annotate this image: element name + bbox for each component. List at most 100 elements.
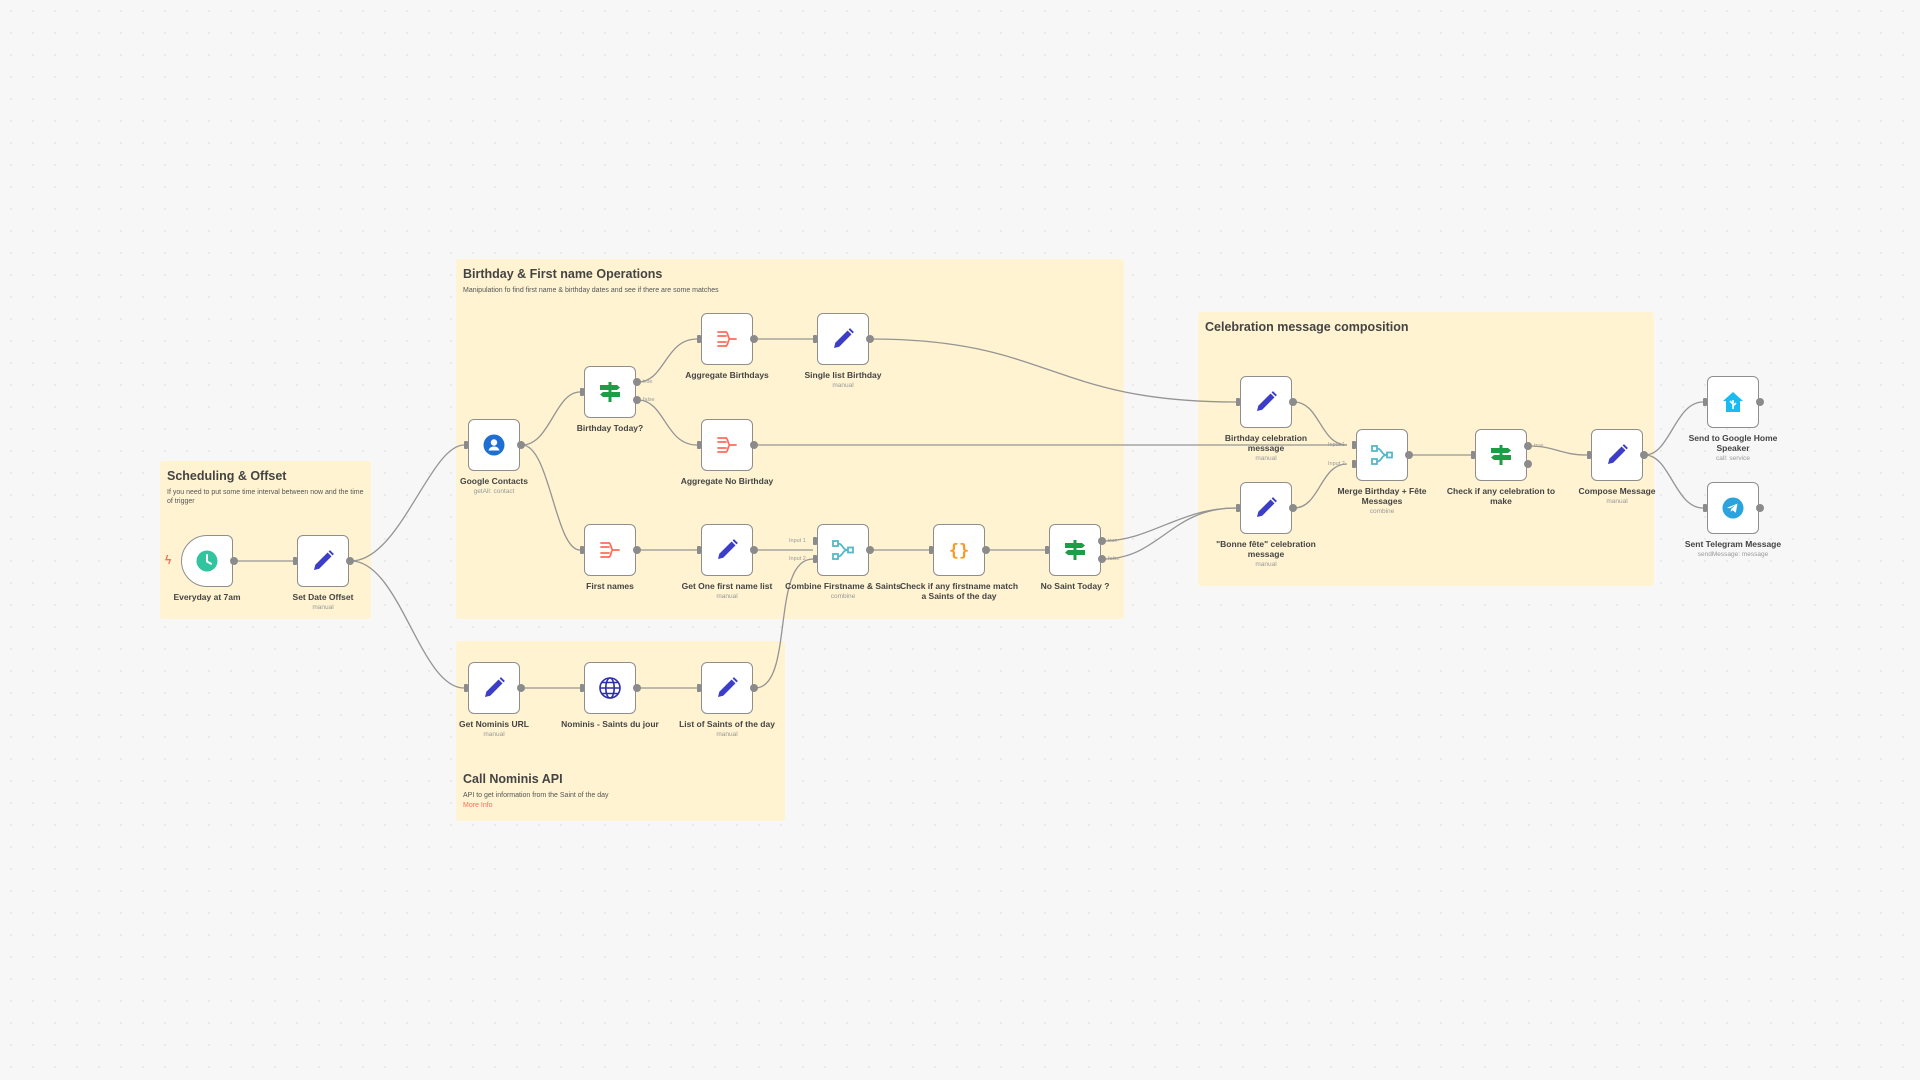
output-port-true[interactable] (633, 378, 641, 386)
output-port[interactable] (346, 557, 354, 565)
input-port[interactable] (1703, 398, 1707, 406)
output-port[interactable] (1756, 398, 1764, 406)
output-port[interactable] (866, 546, 874, 554)
output-port-false[interactable] (633, 396, 641, 404)
node-bonne-fete-celebration-message[interactable] (1240, 482, 1292, 534)
node-get-one-first-name-list[interactable] (701, 524, 753, 576)
input-port[interactable] (1587, 451, 1591, 459)
node-compose-message[interactable] (1591, 429, 1643, 481)
node-combine-firstname-saints[interactable] (817, 524, 869, 576)
output-port-true[interactable] (1524, 442, 1532, 450)
input-port-2[interactable] (813, 555, 817, 563)
node-birthday-celebration-message[interactable] (1240, 376, 1292, 428)
input-port[interactable] (293, 557, 297, 565)
output-port[interactable] (866, 335, 874, 343)
node-set-date-offset[interactable] (297, 535, 349, 587)
input-port[interactable] (580, 684, 584, 692)
pencil-icon (1257, 391, 1277, 411)
pencil-icon (718, 677, 738, 697)
output-port[interactable] (633, 684, 641, 692)
input-port-1[interactable] (813, 537, 817, 545)
input-port[interactable] (1236, 504, 1240, 512)
output-port[interactable] (1640, 451, 1648, 459)
output-port[interactable] (230, 557, 238, 565)
output-port-false[interactable] (1098, 555, 1106, 563)
branch-icon (1065, 540, 1085, 560)
merge-icon (832, 540, 854, 560)
node-aggregate-birthdays[interactable] (701, 313, 753, 365)
input-port-1[interactable] (1352, 441, 1356, 449)
node-list-of-saints[interactable] (701, 662, 753, 714)
port-label-true: true (1108, 538, 1118, 544)
output-port[interactable] (1289, 504, 1297, 512)
code-icon: {} (949, 541, 969, 561)
output-port[interactable] (517, 684, 525, 692)
output-port[interactable] (1756, 504, 1764, 512)
contact-icon (483, 434, 505, 456)
node-merge-birthday-fete[interactable] (1356, 429, 1408, 481)
merge-icon (1371, 445, 1393, 465)
output-port[interactable] (1405, 451, 1413, 459)
output-port[interactable] (750, 335, 758, 343)
node-label: Birthday Today? (576, 423, 644, 433)
node-single-list-birthday[interactable] (817, 313, 869, 365)
node-label: Nominis - Saints du jour (561, 719, 659, 729)
svg-text:{}: {} (949, 541, 969, 561)
node-everyday-at-7am[interactable] (181, 535, 233, 587)
node-nominis-saints-du-jour[interactable] (584, 662, 636, 714)
input-port[interactable] (464, 684, 468, 692)
node-check-firstname-match[interactable]: {} (933, 524, 985, 576)
clock-icon (196, 550, 218, 572)
node-google-contacts[interactable] (468, 419, 520, 471)
output-port[interactable] (750, 441, 758, 449)
output-port[interactable] (750, 546, 758, 554)
aggregate-icon (717, 437, 737, 453)
sticky-description: API to get information from the Saint of… (463, 792, 609, 799)
input-port-2[interactable] (1352, 460, 1356, 468)
input-port[interactable] (697, 441, 701, 449)
input-port[interactable] (580, 388, 584, 396)
sticky-description: Manipulation fo find first name & birthd… (463, 287, 719, 294)
input-port[interactable] (580, 546, 584, 554)
node-get-nominis-url[interactable] (468, 662, 520, 714)
pencil-icon (485, 677, 505, 697)
output-port[interactable] (750, 684, 758, 692)
input-port[interactable] (1471, 451, 1475, 459)
output-port[interactable] (633, 546, 641, 554)
input-port[interactable] (697, 546, 701, 554)
node-send-google-home[interactable] (1707, 376, 1759, 428)
output-port-true[interactable] (1098, 537, 1106, 545)
node-aggregate-no-birthday[interactable] (701, 419, 753, 471)
node-label: Aggregate No Birthday (680, 476, 774, 486)
node-first-names[interactable] (584, 524, 636, 576)
home-assistant-icon (1723, 392, 1743, 412)
output-port-false[interactable] (1524, 460, 1532, 468)
output-port[interactable] (1289, 398, 1297, 406)
output-port[interactable] (982, 546, 990, 554)
input-port[interactable] (464, 441, 468, 449)
node-label: Check if any firstname match a Saints of… (899, 581, 1019, 602)
input-port[interactable] (1703, 504, 1707, 512)
input-port[interactable] (929, 546, 933, 554)
input-port[interactable] (1045, 546, 1049, 554)
input-port[interactable] (697, 684, 701, 692)
pencil-icon (834, 328, 854, 348)
output-port[interactable] (517, 441, 525, 449)
node-birthday-today[interactable] (584, 366, 636, 418)
node-check-celebration[interactable] (1475, 429, 1527, 481)
input-port[interactable] (697, 335, 701, 343)
sticky-birthday-operations[interactable]: Birthday & First name Operations Manipul… (456, 259, 1124, 619)
more-info-link[interactable]: More Info (463, 802, 493, 810)
branch-icon (1491, 445, 1511, 465)
sticky-description: If you need to put some time interval be… (167, 489, 364, 506)
node-sent-telegram-message[interactable] (1707, 482, 1759, 534)
node-label: Check if any celebration to make (1446, 486, 1556, 507)
input-port[interactable] (813, 335, 817, 343)
port-label-true: true (1534, 443, 1544, 449)
input-port[interactable] (1236, 398, 1240, 406)
node-no-saint-today[interactable] (1049, 524, 1101, 576)
